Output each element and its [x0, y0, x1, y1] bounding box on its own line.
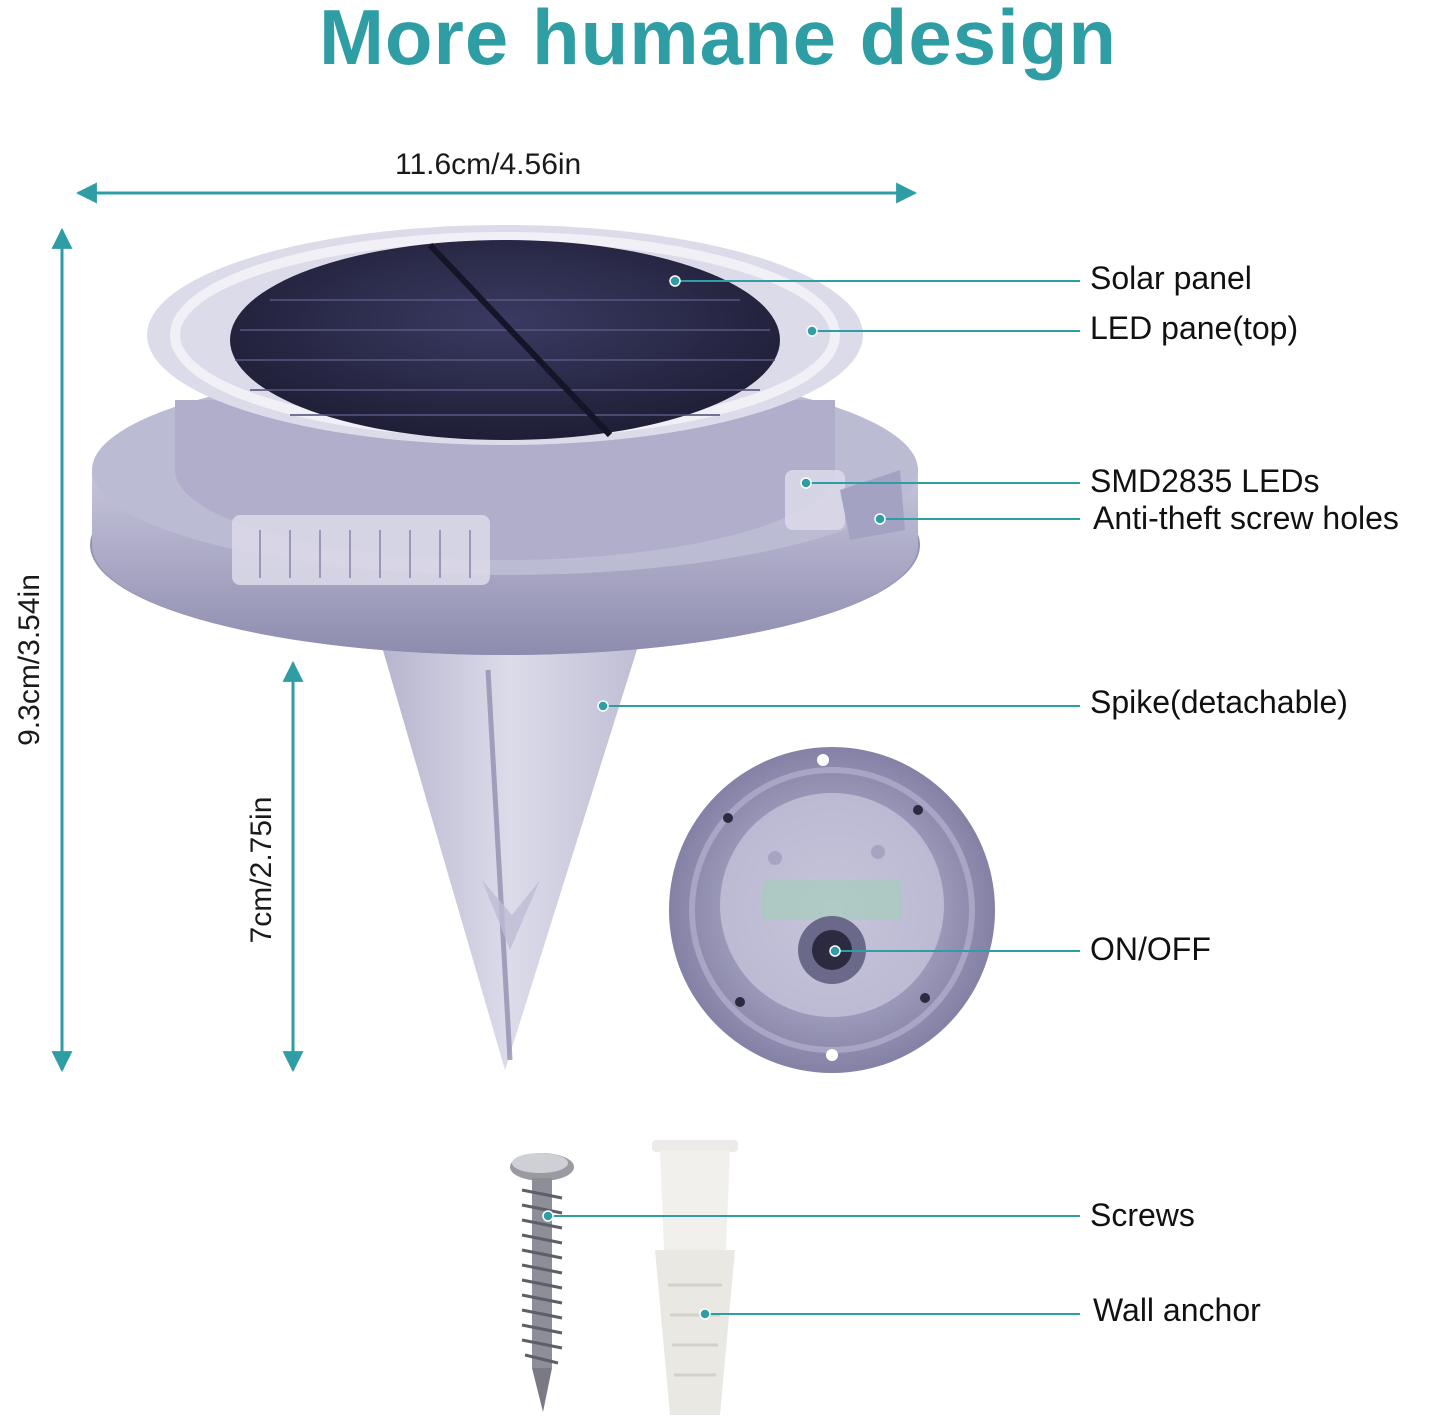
callout-smd-leds: SMD2835 LEDs	[1090, 463, 1320, 499]
callout-spike: Spike(detachable)	[1090, 684, 1348, 720]
callout-on-off: ON/OFF	[1090, 931, 1211, 967]
wall-anchor-illustration	[652, 1140, 738, 1415]
callout-screws: Screws	[1090, 1197, 1195, 1233]
lamp-body-illustration	[90, 225, 920, 655]
callout-wall-anchor: Wall anchor	[1093, 1292, 1261, 1328]
callout-solar-panel: Solar panel	[1090, 260, 1252, 296]
spike-length-dimension-label: 7cm/2.75in	[245, 796, 278, 944]
bottom-view-illustration	[669, 747, 995, 1073]
callout-led-pane: LED pane(top)	[1090, 310, 1299, 346]
screw-illustration	[510, 1153, 574, 1412]
callout-lines	[542, 275, 1080, 1320]
callout-screw-holes: Anti-theft screw holes	[1093, 500, 1399, 536]
spike-illustration	[380, 640, 640, 1070]
dimension-arrows	[51, 182, 918, 1073]
height-dimension-label: 9.3cm/3.54in	[13, 574, 46, 746]
width-dimension-label: 11.6cm/4.56in	[395, 148, 582, 181]
page-title: More humane design	[318, 0, 1118, 81]
